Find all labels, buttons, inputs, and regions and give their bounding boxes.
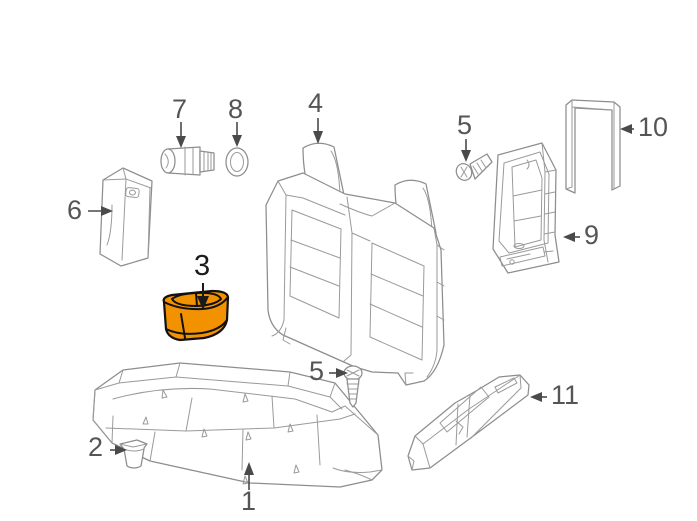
part-u-channel-trim: [565, 99, 621, 194]
part-socket-bezel-ring: [225, 147, 249, 177]
part-seat-back-frame-bracket: [492, 142, 560, 274]
leader-5-upper: [461, 139, 471, 162]
callout-label-6: 6: [67, 195, 83, 225]
part-center-armrest: [99, 167, 153, 267]
callout-label-7: 7: [172, 94, 188, 124]
part-seat-latch-cover-bar: [407, 374, 530, 471]
callout-label-10: 10: [638, 112, 669, 142]
leader-7: [176, 122, 186, 148]
part-screw-upper: [455, 153, 493, 181]
callout-label-8: 8: [228, 94, 244, 124]
callout-label-5-lower: 5: [309, 356, 325, 386]
leader-6: [88, 206, 113, 216]
leader-9: [563, 232, 580, 242]
callout-label-11: 11: [551, 380, 580, 410]
part-screw-lower: [343, 365, 363, 408]
part-seat-back-assembly: [265, 142, 445, 386]
leader-5-lower: [329, 368, 348, 378]
part-cigarette-lighter-socket: [160, 146, 215, 176]
leader-2: [110, 445, 127, 455]
part-retainer-clip: [119, 439, 148, 469]
leader-11: [530, 392, 547, 402]
leader-1: [244, 462, 254, 490]
callout-label-9: 9: [584, 220, 600, 250]
callout-label-2: 2: [88, 432, 104, 462]
leader-10: [620, 124, 634, 134]
callout-label-1: 1: [241, 486, 257, 516]
leader-3: [197, 283, 209, 310]
leader-8: [232, 122, 242, 147]
callout-label-4: 4: [308, 88, 324, 118]
part-cup-holder-highlighted: [162, 289, 230, 342]
callout-label-5-upper: 5: [457, 110, 473, 140]
part-seat-cushion: [92, 362, 383, 488]
leader-4: [313, 118, 323, 144]
callout-label-3: 3: [194, 250, 211, 282]
